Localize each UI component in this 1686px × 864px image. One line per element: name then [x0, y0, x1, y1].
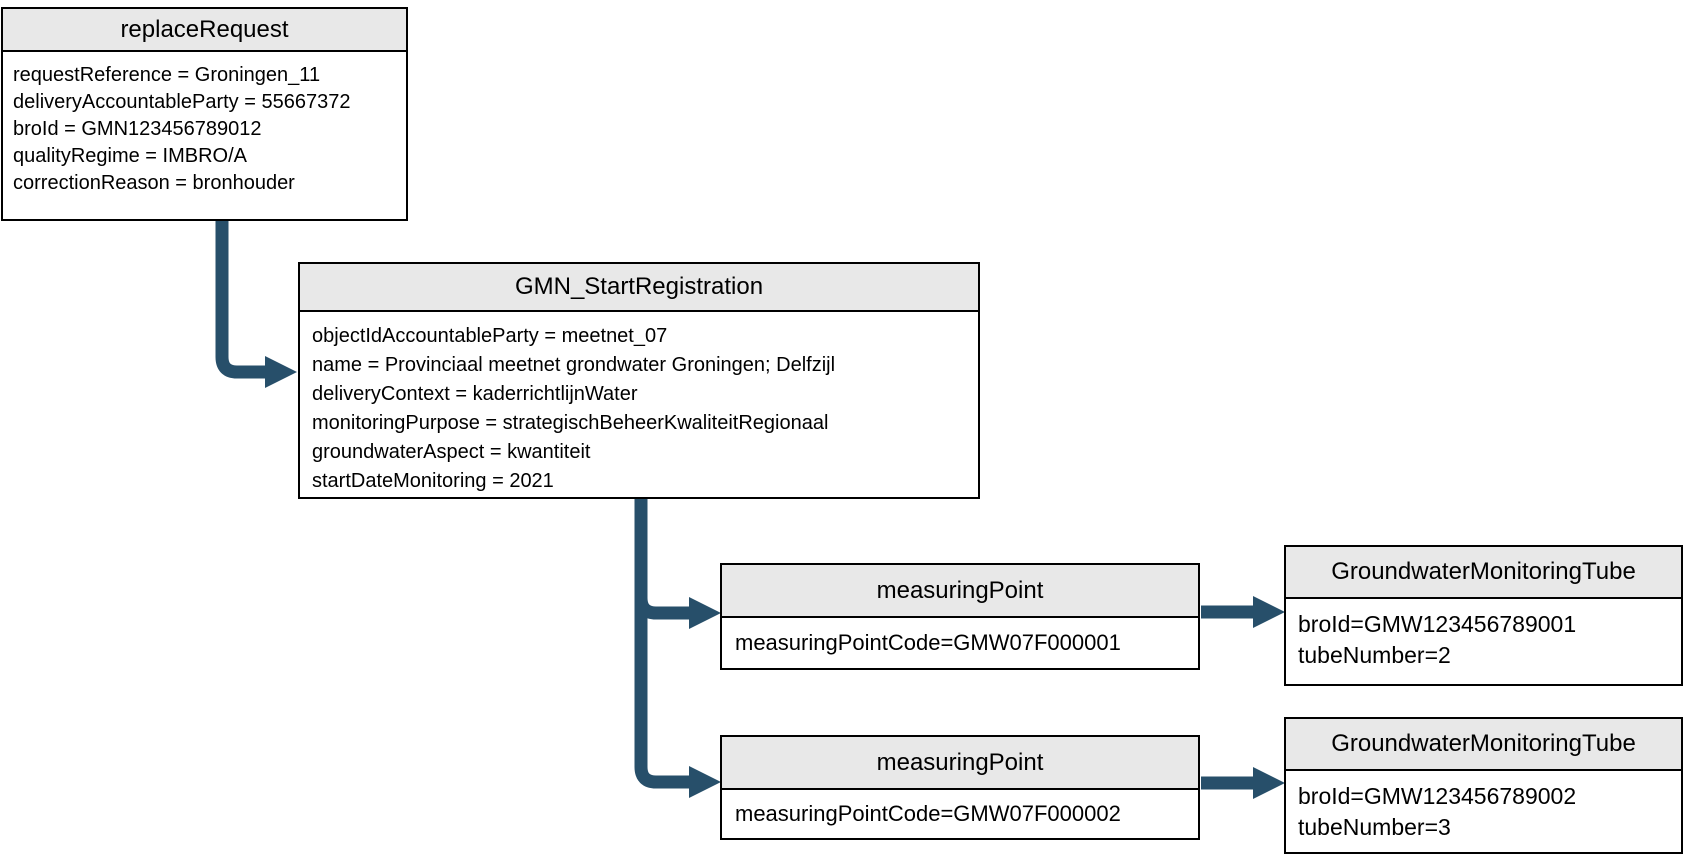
arrowhead-icon [1253, 767, 1285, 799]
node-attributes: broId=GMW123456789002 tubeNumber=3 [1286, 771, 1681, 852]
node-title: GroundwaterMonitoringTube [1286, 547, 1681, 599]
node-title: GMN_StartRegistration [300, 264, 978, 312]
node-title: measuringPoint [722, 737, 1198, 790]
attribute-line: deliveryContext = kaderrichtlijnWater [312, 383, 638, 405]
arrowhead-icon [1253, 596, 1285, 628]
attribute-line: tubeNumber=2 [1298, 642, 1451, 668]
node-attributes: measuringPointCode=GMW07F000001 [722, 618, 1198, 668]
connector-replacerequest-to-gmn [215, 219, 297, 388]
node-title: replaceRequest [3, 9, 406, 52]
node-measuring-point-1: measuringPoint measuringPointCode=GMW07F… [720, 563, 1200, 670]
attribute-line: monitoringPurpose = strategischBeheerKwa… [312, 412, 829, 434]
attribute-line: measuringPointCode=GMW07F000001 [735, 630, 1121, 655]
attribute-line: correctionReason = bronhouder [13, 172, 295, 194]
attribute-line: startDateMonitoring = 2021 [312, 470, 554, 492]
node-replace-request: replaceRequest requestReference = Gronin… [1, 7, 408, 221]
connector-measuringpoint-2-to-tube-2 [1201, 767, 1285, 799]
attribute-line: tubeNumber=3 [1298, 814, 1451, 840]
node-title: measuringPoint [722, 565, 1198, 618]
attribute-line: requestReference = Groningen_11 [13, 64, 321, 86]
node-groundwater-monitoring-tube-1: GroundwaterMonitoringTube broId=GMW12345… [1284, 545, 1683, 686]
node-attributes: objectIdAccountableParty = meetnet_07 na… [300, 312, 978, 497]
attribute-line: name = Provinciaal meetnet grondwater Gr… [312, 354, 836, 376]
attribute-line: deliveryAccountableParty = 55667372 [13, 91, 351, 113]
arrowhead-icon [689, 766, 721, 798]
connector-path [634, 497, 691, 620]
attribute-line: measuringPointCode=GMW07F000002 [735, 801, 1121, 826]
connector-path [215, 219, 267, 379]
node-measuring-point-2: measuringPoint measuringPointCode=GMW07F… [720, 735, 1200, 840]
attribute-line: groundwaterAspect = kwantiteit [312, 441, 591, 463]
node-gmn-start-registration: GMN_StartRegistration objectIdAccountabl… [298, 262, 980, 499]
node-groundwater-monitoring-tube-2: GroundwaterMonitoringTube broId=GMW12345… [1284, 717, 1683, 854]
attribute-line: broId = GMN123456789012 [13, 118, 262, 140]
node-title: GroundwaterMonitoringTube [1286, 719, 1681, 771]
node-attributes: measuringPointCode=GMW07F000002 [722, 790, 1198, 838]
node-attributes: requestReference = Groningen_11 delivery… [3, 52, 406, 219]
attribute-line: qualityRegime = IMBRO/A [13, 145, 247, 167]
attribute-line: broId=GMW123456789002 [1298, 783, 1577, 809]
arrowhead-icon [689, 597, 721, 629]
arrowhead-icon [265, 356, 297, 388]
connector-measuringpoint-1-to-tube-1 [1201, 596, 1285, 628]
attribute-line: broId=GMW123456789001 [1298, 611, 1577, 637]
attribute-line: objectIdAccountableParty = meetnet_07 [312, 325, 668, 347]
connector-gmn-to-measuringpoint-1 [634, 497, 721, 629]
connector-gmn-to-measuringpoint-2 [634, 497, 721, 798]
connector-path [634, 497, 691, 789]
node-attributes: broId=GMW123456789001 tubeNumber=2 [1286, 599, 1681, 684]
